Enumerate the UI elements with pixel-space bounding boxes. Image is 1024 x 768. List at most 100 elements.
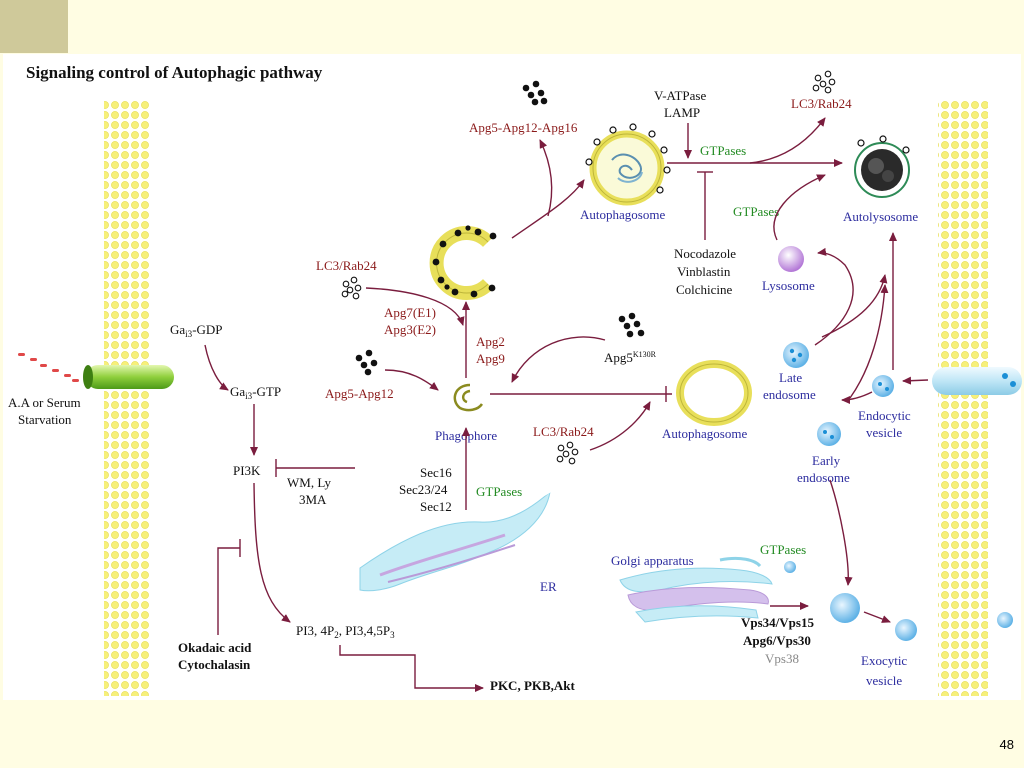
arrow-gdp-to-gtp [204,344,229,391]
lc3-cluster-top-icon [812,70,836,94]
vatpase-label: V-ATPase [654,88,706,103]
exocytic-label-2: vesicle [866,673,902,688]
apg2-label: Apg2 [476,334,505,349]
apg3-label: Apg3(E2) [384,322,436,337]
arrow-pi3k-to-pi3 [253,482,291,623]
aa-label-line1: A.A or Serum [8,395,81,410]
page-number: 48 [999,737,1014,752]
golgi-vesicle-small [784,561,796,573]
autophagosome-mid-icon [676,360,752,426]
endocytic-label-1: Endocytic [858,408,911,423]
lc3-top-label: LC3/Rab24 [791,96,852,111]
arrow-apg5mut-to-phagophore [511,336,606,383]
endocytic-label-2: vesicle [866,425,902,440]
arrow-to-apg5-complex [539,139,553,217]
autolysosome-icon [854,135,910,198]
arrow-pi3-to-pkc [339,645,484,692]
er-structure [359,489,553,592]
golgi-structure [619,556,773,623]
corner-block [0,0,68,53]
endocytic-channel [932,367,1022,395]
arrow-to-lc3-top [749,117,826,164]
arrow-early-to-exo [829,479,853,586]
lysosome-label: Lysosome [762,278,815,293]
lc3-cluster-left-icon [341,276,362,300]
arrow-c-to-autophagosome [511,179,585,239]
autophagosome-mid-label: Autophagosome [662,426,747,441]
vps1-label: Vps34/Vps15 [741,615,814,630]
receptor-tube [83,365,174,389]
arrow-lyso-to-autolyso [773,174,826,241]
gtpases-golgi-label: GTPases [760,542,806,557]
apg5-apg12-label: Apg5-Apg12 [325,386,394,401]
arrow-late-to-lyso [814,247,854,346]
apg5-complex-top-icon [522,80,548,106]
inhibit-okadaic [217,547,240,635]
left-membrane [104,100,150,696]
arrow-lc3mid-to-autophag [589,401,651,451]
lysosome-icon [778,246,804,272]
pi3-products-label: PI3, 4P2, PI3,4,5P3 [296,623,395,640]
starvation-signal-icon [18,353,79,382]
apg5-complex-label: Apg5-Apg12-Apg16 [469,120,578,135]
arrow-late-to-autolyso [821,274,888,338]
colchicine-label: Colchicine [676,282,733,297]
er-label: ER [540,579,557,594]
autolysosome-label: Autolysosome [843,209,918,224]
pathway-arrows [204,117,929,692]
lc3-mid-label: LC3/Rab24 [533,424,594,439]
arrow-endo-to-late [841,391,873,404]
early-endosome-label-1: Early [812,453,841,468]
arrow-lc3-to-apg7 [365,287,465,326]
wm-label-line1: WM, Ly [287,475,332,490]
exocytic-label-1: Exocytic [861,653,907,668]
apg7-label: Apg7(E1) [384,305,436,320]
gtpases-top-label: GTPases [700,143,746,158]
autophagosome-top-label: Autophagosome [580,207,665,222]
lc3-cluster-mid-icon [556,441,579,465]
arrow-channel-to-endo [902,376,929,385]
pi3k-label: PI3K [233,463,261,478]
apg5-apg12-complex-icon [355,349,378,376]
late-endosome-icon [783,342,809,368]
apg5-mutant-complex-icon [618,312,645,338]
apg5-mutant-label: Apg5K130R [604,350,657,365]
exocytic-vesicle-small [895,619,917,641]
lamp-label: LAMP [664,105,700,120]
sec12-label: Sec12 [420,499,452,514]
vinblastin-label: Vinblastin [677,264,731,279]
early-endosome-icon [817,422,841,446]
lc3-left-label: LC3/Rab24 [316,258,377,273]
wm-label-line2: 3MA [299,492,327,507]
golgi-label: Golgi apparatus [611,553,694,568]
isolation-membrane-icon [429,225,497,300]
phagophore-icon [453,383,484,412]
right-membrane [938,100,988,696]
gtpases-mid-label: GTPases [733,204,779,219]
ga-gdp-label: Gai3-GDP [170,322,223,339]
exocytic-vesicle-large [830,593,860,623]
membrane-vesicle [997,612,1013,628]
vps2-label: Apg6/Vps30 [743,633,811,648]
late-endosome-label-2: endosome [763,387,816,402]
aa-label-line2: Starvation [18,412,72,427]
cytochalasin-label: Cytochalasin [178,657,251,672]
arrow-early-to-autolyso [849,284,889,399]
arrow-apg5-to-phagophore [384,369,439,391]
nocodazole-label: Nocodazole [674,246,736,261]
late-endosome-label-1: Late [779,370,802,385]
apg9-label: Apg9 [476,351,505,366]
sec23-label: Sec23/24 [399,482,448,497]
pkc-label: PKC, PKB,Akt [490,678,576,693]
early-endosome-label-2: endosome [797,470,850,485]
arrow-exo [863,611,891,623]
okadaic-label: Okadaic acid [178,640,252,655]
gtpases-er-label: GTPases [476,484,522,499]
vps3-label: Vps38 [765,651,799,666]
ga-gtp-label: Gai3-GTP [230,384,281,401]
sec16-label: Sec16 [420,465,452,480]
diagram-title: Signaling control of Autophagic pathway [26,63,323,82]
endocytic-vesicle-icon [872,375,894,397]
autophagosome-top-icon [585,123,671,206]
